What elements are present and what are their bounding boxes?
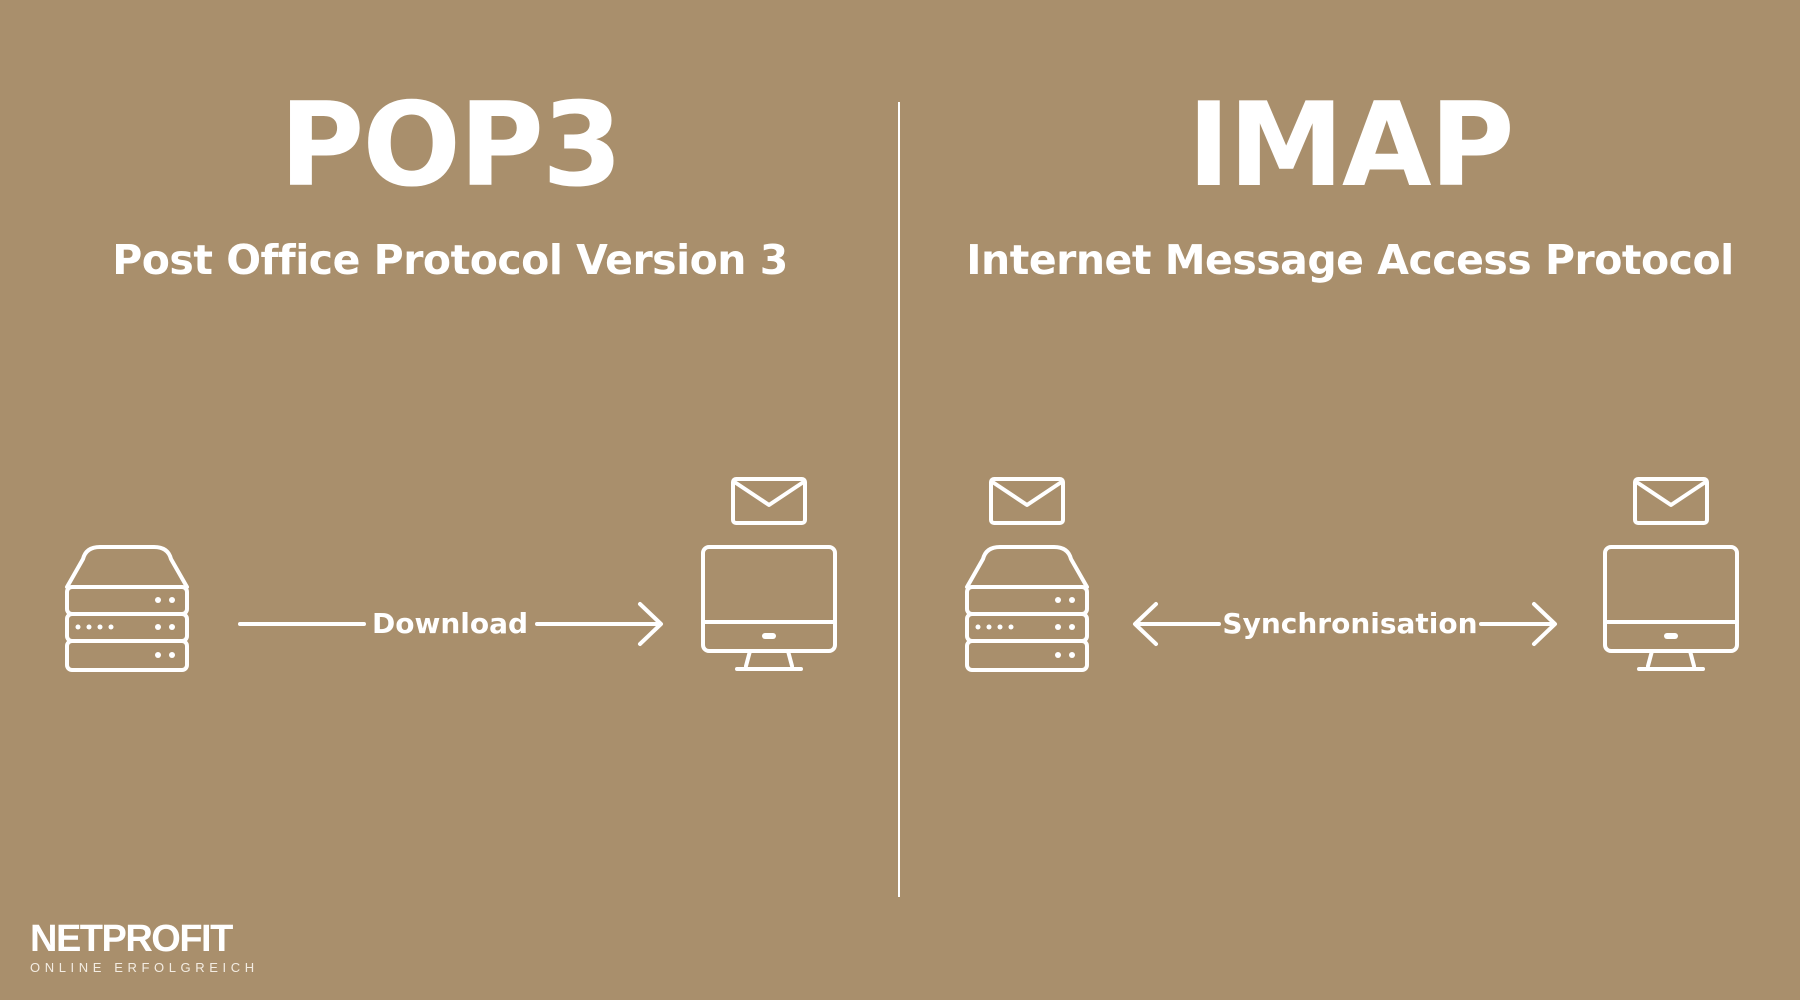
pop3-subtitle: Post Office Protocol Version 3 bbox=[112, 236, 788, 284]
center-divider bbox=[898, 102, 900, 897]
imap-title: IMAP bbox=[1187, 78, 1514, 213]
server-icon bbox=[962, 544, 1092, 674]
logo-tagline: ONLINE ERFOLGREICH bbox=[30, 960, 259, 975]
download-arrow-line bbox=[238, 620, 368, 628]
download-label: Download bbox=[371, 607, 529, 640]
computer-icon bbox=[1602, 544, 1740, 676]
arrow-right-icon bbox=[534, 598, 666, 650]
imap-subtitle: Internet Message Access Protocol bbox=[966, 236, 1734, 284]
server-icon bbox=[62, 544, 192, 674]
mail-envelope-icon bbox=[730, 476, 808, 526]
arrow-right-icon bbox=[1478, 598, 1560, 650]
pop3-title: POP3 bbox=[279, 78, 622, 213]
arrow-left-icon bbox=[1130, 598, 1222, 650]
synchronisation-label: Synchronisation bbox=[1222, 607, 1478, 640]
mail-envelope-icon bbox=[1632, 476, 1710, 526]
netprofit-logo: NETPROFIT ONLINE ERFOLGREICH bbox=[30, 920, 259, 974]
logo-wordmark: NETPROFIT bbox=[30, 918, 233, 960]
mail-envelope-icon bbox=[988, 476, 1066, 526]
computer-icon bbox=[700, 544, 838, 676]
